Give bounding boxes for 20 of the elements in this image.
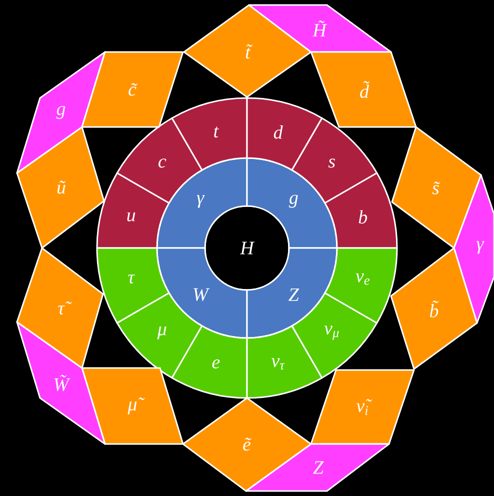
ring-segment: e	[171, 325, 248, 399]
rhombus-tile: g	[16, 51, 106, 174]
rhombus-tile: t̃	[183, 4, 312, 98]
ring-segment: ν$_{τ}$	[246, 325, 323, 399]
ring-segment: d	[246, 97, 323, 171]
ring-segment: b	[324, 172, 398, 249]
rhombus-tile: ẽ	[182, 397, 312, 492]
rhombus-tile: b̃	[390, 247, 478, 370]
rhombus-tile: W̃	[16, 321, 106, 445]
rhombus-tile: γ	[453, 174, 494, 324]
rhombus-tile: d̃	[310, 51, 417, 128]
ring-segment: ν$_{e}$	[324, 247, 398, 324]
ring-segment: u	[96, 172, 170, 249]
rhombus-tile: c̃	[81, 51, 184, 128]
rhombus-tile: μ̃	[81, 367, 184, 445]
rhombus-tile: τ̃	[16, 247, 104, 369]
ring-segment: t	[171, 97, 248, 171]
rhombus-tile: ν̃$_{i}$	[310, 369, 415, 445]
rhombus-tile: ũ	[16, 126, 105, 249]
ring-segment: τ	[96, 247, 170, 324]
